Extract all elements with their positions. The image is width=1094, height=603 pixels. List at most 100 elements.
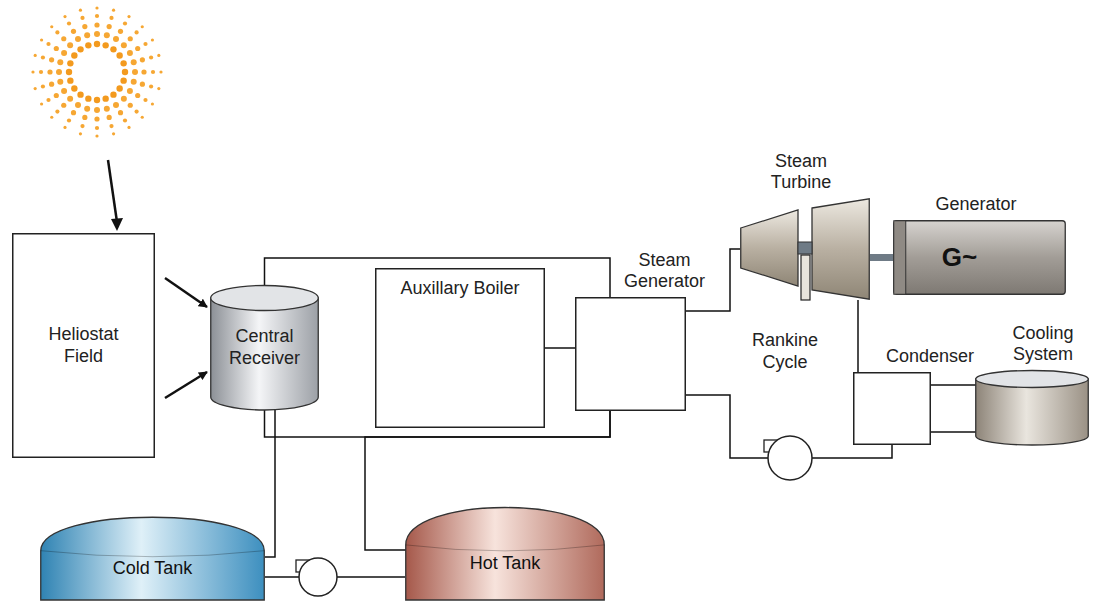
sun-dot [116, 85, 122, 91]
sun-ray-dot [113, 36, 119, 42]
sun-dot [67, 77, 73, 83]
sun-ray-dot [107, 115, 112, 120]
sun-ray-dot [95, 6, 98, 9]
sun-ray-dot [112, 9, 115, 12]
steam-turbine: Steam Turbine [740, 198, 870, 300]
sun-ray-dot [157, 87, 160, 90]
heading-label: Steam Generator [617, 250, 712, 293]
sun-dot [122, 69, 128, 75]
sun-ray-dot [61, 50, 67, 56]
pump-symbol [296, 558, 337, 596]
sun-dot [116, 52, 122, 58]
text-holder: Cold Tank [40, 515, 265, 600]
sun-ray-dot [128, 36, 133, 41]
sun-ray-dot [131, 79, 137, 85]
sun-ray-dot [54, 93, 59, 98]
node-outline [853, 372, 931, 445]
sun-ray-dot [121, 42, 127, 48]
node-label: Central Receiver [210, 326, 319, 369]
radiation-arrow [165, 372, 207, 398]
sun-ray-dot [121, 96, 127, 102]
sun-dot [85, 95, 91, 101]
sun-ray-dot [127, 15, 130, 18]
sun-ray-dot [82, 115, 87, 120]
node-outline [893, 220, 1066, 295]
node-outline [975, 370, 1089, 445]
sun-dot [110, 46, 116, 52]
sun-ray-dot [159, 70, 162, 73]
sun-ray-dot [132, 69, 138, 75]
heading-label: Steam Turbine [756, 151, 846, 194]
sun-ray-dot [55, 109, 59, 113]
node-label: Cold Tank [113, 558, 193, 580]
pump-symbol [764, 436, 812, 480]
sun-ray-dot [54, 46, 59, 51]
sun-ray-dot [61, 36, 66, 41]
sun-ray-dot [123, 118, 127, 122]
sun-ray-dot [84, 106, 90, 112]
sun-ray-dot [63, 15, 66, 18]
text-holder [853, 372, 931, 445]
sun-ray-dot [112, 132, 115, 135]
sun-ray-dot [107, 24, 112, 29]
sun-ray-dot [113, 102, 119, 108]
sun-ray-dot [94, 107, 100, 113]
auxiliary-boiler-box: Auxillary Boiler [375, 268, 545, 428]
sun-ray-dot [123, 21, 127, 25]
sun-dot [94, 97, 100, 103]
sun-ray-dot [134, 109, 138, 113]
sun-dot [120, 60, 126, 66]
sun-ray-dot [71, 110, 76, 115]
sun-ray-dot [41, 84, 45, 88]
sun-dot [94, 41, 100, 47]
pipe-line [931, 431, 976, 433]
text-holder: Auxillary Boiler [375, 268, 545, 428]
sun-ray-dot [151, 102, 154, 105]
sun-ray-dot [47, 69, 52, 74]
sun-ray-dot [149, 84, 153, 88]
sun-ray-dot [50, 25, 53, 28]
node-label: Auxillary Boiler [400, 278, 519, 300]
sun-ray-dot [79, 9, 82, 12]
sun-ray-dot [80, 16, 84, 20]
sun-dot [102, 95, 108, 101]
sun-ray-dot [31, 70, 34, 73]
sun-ray-dot [46, 42, 50, 46]
node-label: Heliostat Field [36, 324, 131, 367]
sun-ray-dot [127, 50, 133, 56]
sun-ray-dot [82, 24, 87, 29]
pipe-line [545, 347, 575, 349]
sun-ray-dot [94, 116, 99, 121]
sun-ray-dot [127, 126, 130, 129]
turbine-casing-bar [801, 255, 810, 300]
cycle-label: Rankine Cycle [735, 330, 835, 373]
sun-dot [102, 42, 108, 48]
sun-symbol [31, 6, 162, 137]
sun-ray-dot [63, 126, 66, 129]
sun-dot [77, 91, 83, 97]
sun-dot [110, 91, 116, 97]
sun-ray-dot [140, 57, 145, 62]
sun-ray-dot [75, 36, 81, 42]
text-holder: Central Receiver [210, 285, 319, 410]
sun-ray-dot [61, 103, 66, 108]
sun-ray-dot [79, 132, 82, 135]
text-holder [575, 297, 686, 411]
sun-ray-dot [67, 21, 71, 25]
sun-dot [120, 77, 126, 83]
sun-ray-dot [94, 22, 99, 27]
generator-symbol-text: G~ [942, 242, 977, 273]
heliostat-field-box: Heliostat Field [12, 233, 155, 458]
sun-ray-dot [141, 25, 144, 28]
sun-ray-dot [134, 30, 138, 34]
text-holder [975, 370, 1089, 445]
sun-ray-dot [104, 106, 110, 112]
sun-ray-dot [55, 30, 59, 34]
sun-ray-dot [135, 46, 140, 51]
heading-label: Generator [921, 194, 1031, 216]
sun-dot [85, 42, 91, 48]
node-outline [575, 297, 686, 411]
turbine-shaft [870, 254, 893, 261]
sun-ray-dot [75, 102, 81, 108]
